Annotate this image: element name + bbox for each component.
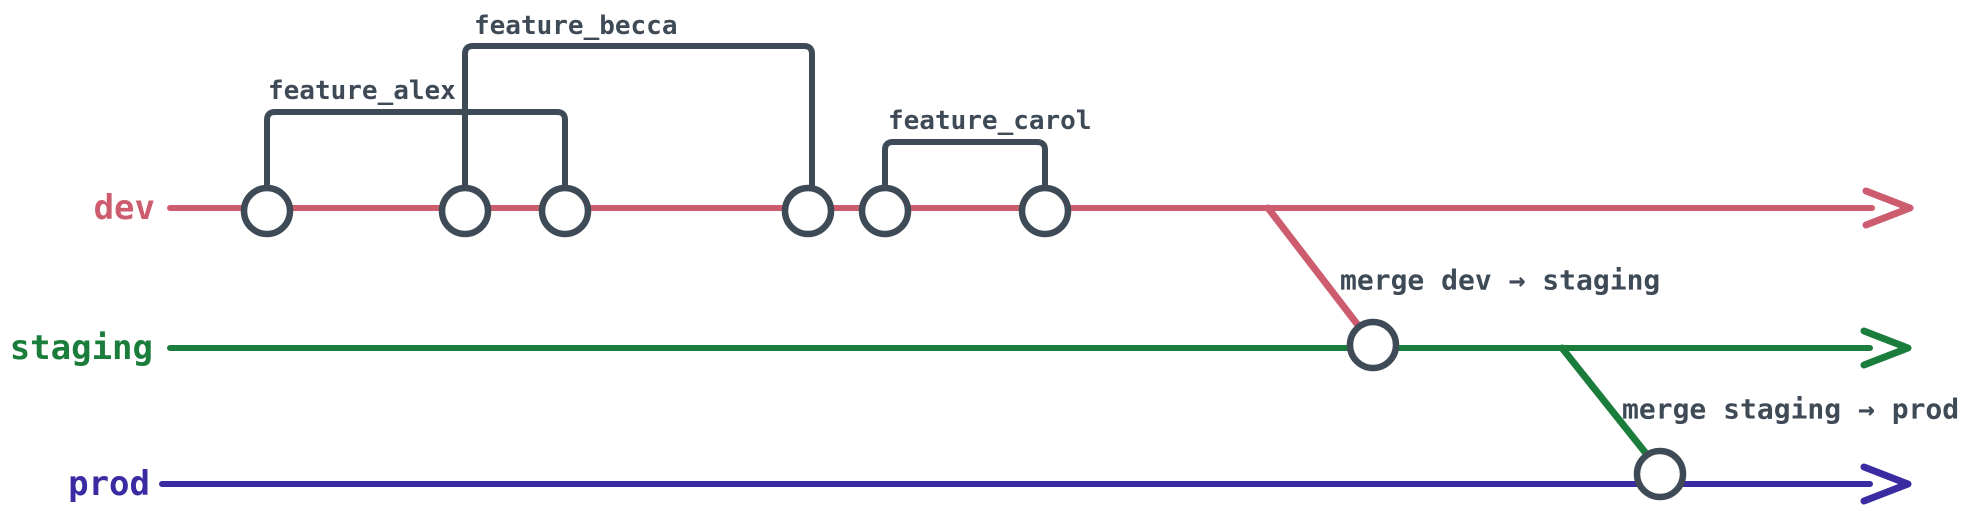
commit-node-merge-prod [1633,447,1687,501]
commit-node-dev-2 [438,184,492,238]
prod-arrow-right-icon [1860,463,1912,505]
feature-bracket-becca [462,43,815,194]
merge-line-dev-to-staging [1264,204,1368,337]
feature-label-becca: feature_becca [474,11,678,41]
merge-label-dev-to-staging: merge dev → staging [1340,264,1660,297]
branch-label-dev: dev [94,188,155,228]
commit-node-dev-5 [858,184,912,238]
merge-line-staging-to-prod [1558,344,1656,465]
commit-node-dev-6 [1018,184,1072,238]
commit-node-merge-staging [1346,318,1400,372]
commit-node-dev-3 [538,184,592,238]
commit-node-dev-4 [781,184,835,238]
branch-label-prod: prod [68,464,150,504]
feature-bracket-alex [264,109,568,194]
feature-label-carol: feature_carol [888,106,1092,136]
feature-bracket-carol [882,139,1048,194]
feature-label-alex: feature_alex [268,76,456,106]
branch-label-staging: staging [10,328,153,368]
commit-node-dev-1 [240,184,294,238]
dev-arrow-right-icon [1862,187,1914,229]
staging-arrow-right-icon [1860,327,1912,369]
merge-label-staging-to-prod: merge staging → prod [1622,393,1959,426]
